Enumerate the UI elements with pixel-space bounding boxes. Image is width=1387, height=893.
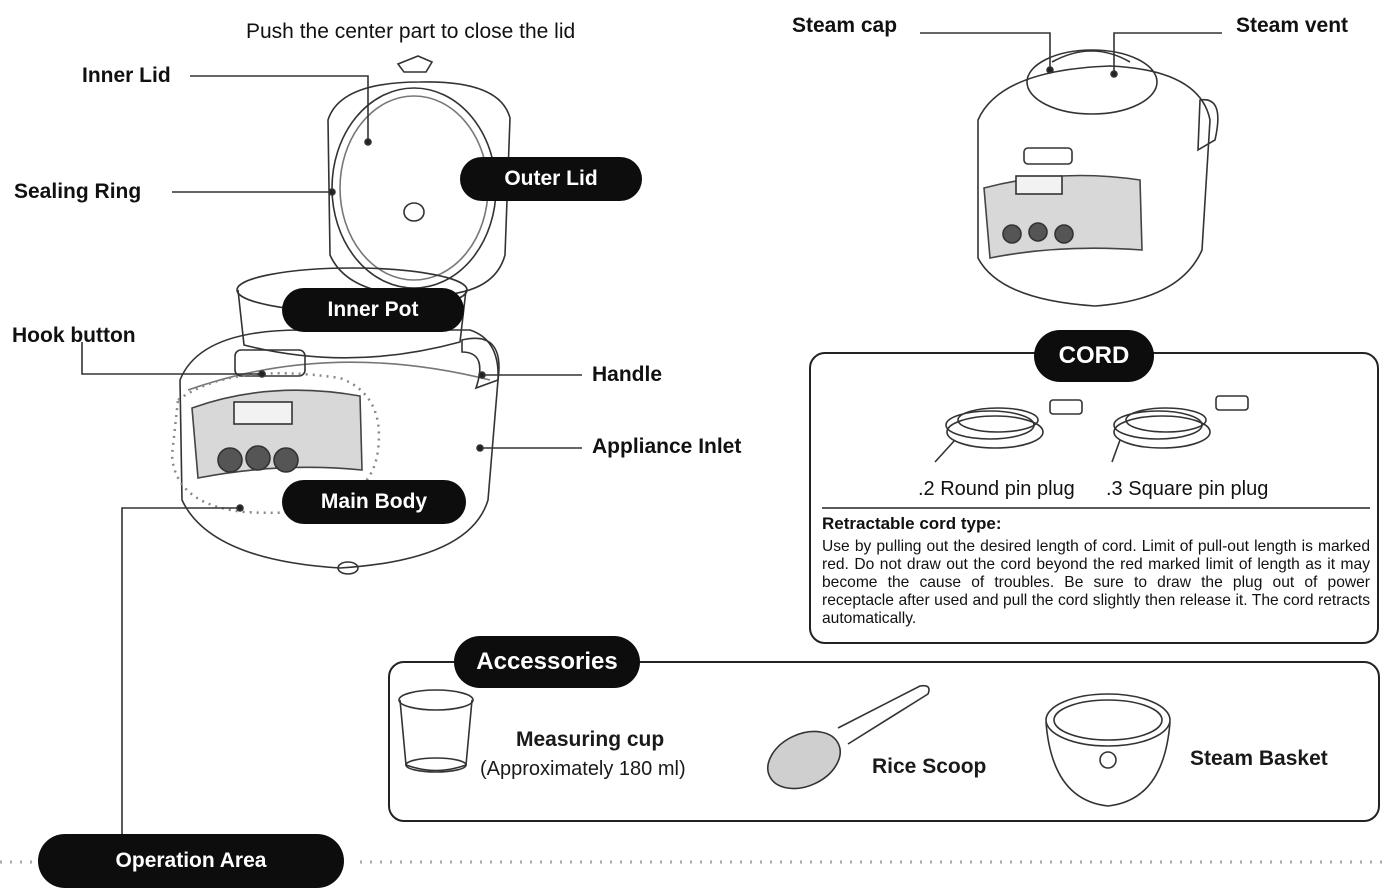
label-appliance-inlet: Appliance Inlet <box>592 435 742 458</box>
label-inner-lid: Inner Lid <box>82 64 171 87</box>
accessories-panel <box>388 661 1380 822</box>
inner-lid-leader <box>190 75 369 142</box>
rice-scoop-label: Rice Scoop <box>872 755 987 778</box>
label-sealing-ring: Sealing Ring <box>14 180 142 203</box>
measuring-cup-note: (Approximately 180 ml) <box>480 758 686 780</box>
retractable-cord-title: Retractable cord type: <box>822 514 1002 533</box>
square-pin-cord-illustration <box>1111 395 1249 463</box>
measuring-cup-label: Measuring cup <box>516 728 665 751</box>
steam-basket-illustration <box>1045 693 1171 807</box>
label-handle: Handle <box>592 363 663 386</box>
label-steam-cap: Steam cap <box>792 14 898 37</box>
measuring-cup-illustration <box>398 689 474 773</box>
main-body-illustration <box>179 329 499 569</box>
retractable-cord-text: Use by pulling out the desired length of… <box>822 538 1370 627</box>
operation-area-leader <box>121 507 240 840</box>
lid-instruction: Push the center part to close the lid <box>246 20 576 43</box>
pill-accessories: Accessories <box>454 636 640 688</box>
pill-operation-area: Operation Area <box>38 834 344 888</box>
pill-inner-pot: Inner Pot <box>282 288 464 332</box>
steam-basket-label: Steam Basket <box>1190 747 1328 770</box>
pill-cord: CORD <box>1034 330 1154 382</box>
label-hook-button: Hook button <box>12 324 136 347</box>
steam-cap-leader <box>920 32 1051 70</box>
hook-button-illustration <box>234 349 306 377</box>
hook-button-leader <box>81 342 262 375</box>
handle-illustration <box>461 337 500 390</box>
push-arrow-icon <box>396 55 434 73</box>
round-pin-cord-illustration <box>934 399 1083 463</box>
pill-outer-lid: Outer Lid <box>460 157 642 201</box>
square-pin-plug-label: .3 Square pin plug <box>1106 478 1269 500</box>
label-steam-vent: Steam vent <box>1236 14 1349 37</box>
rice-scoop-illustration <box>767 684 930 790</box>
steam-vent-leader <box>1113 32 1222 74</box>
steam-cap-illustration <box>1026 49 1158 115</box>
pill-main-body: Main Body <box>282 480 466 524</box>
round-pin-plug-label: .2 Round pin plug <box>918 478 1075 500</box>
